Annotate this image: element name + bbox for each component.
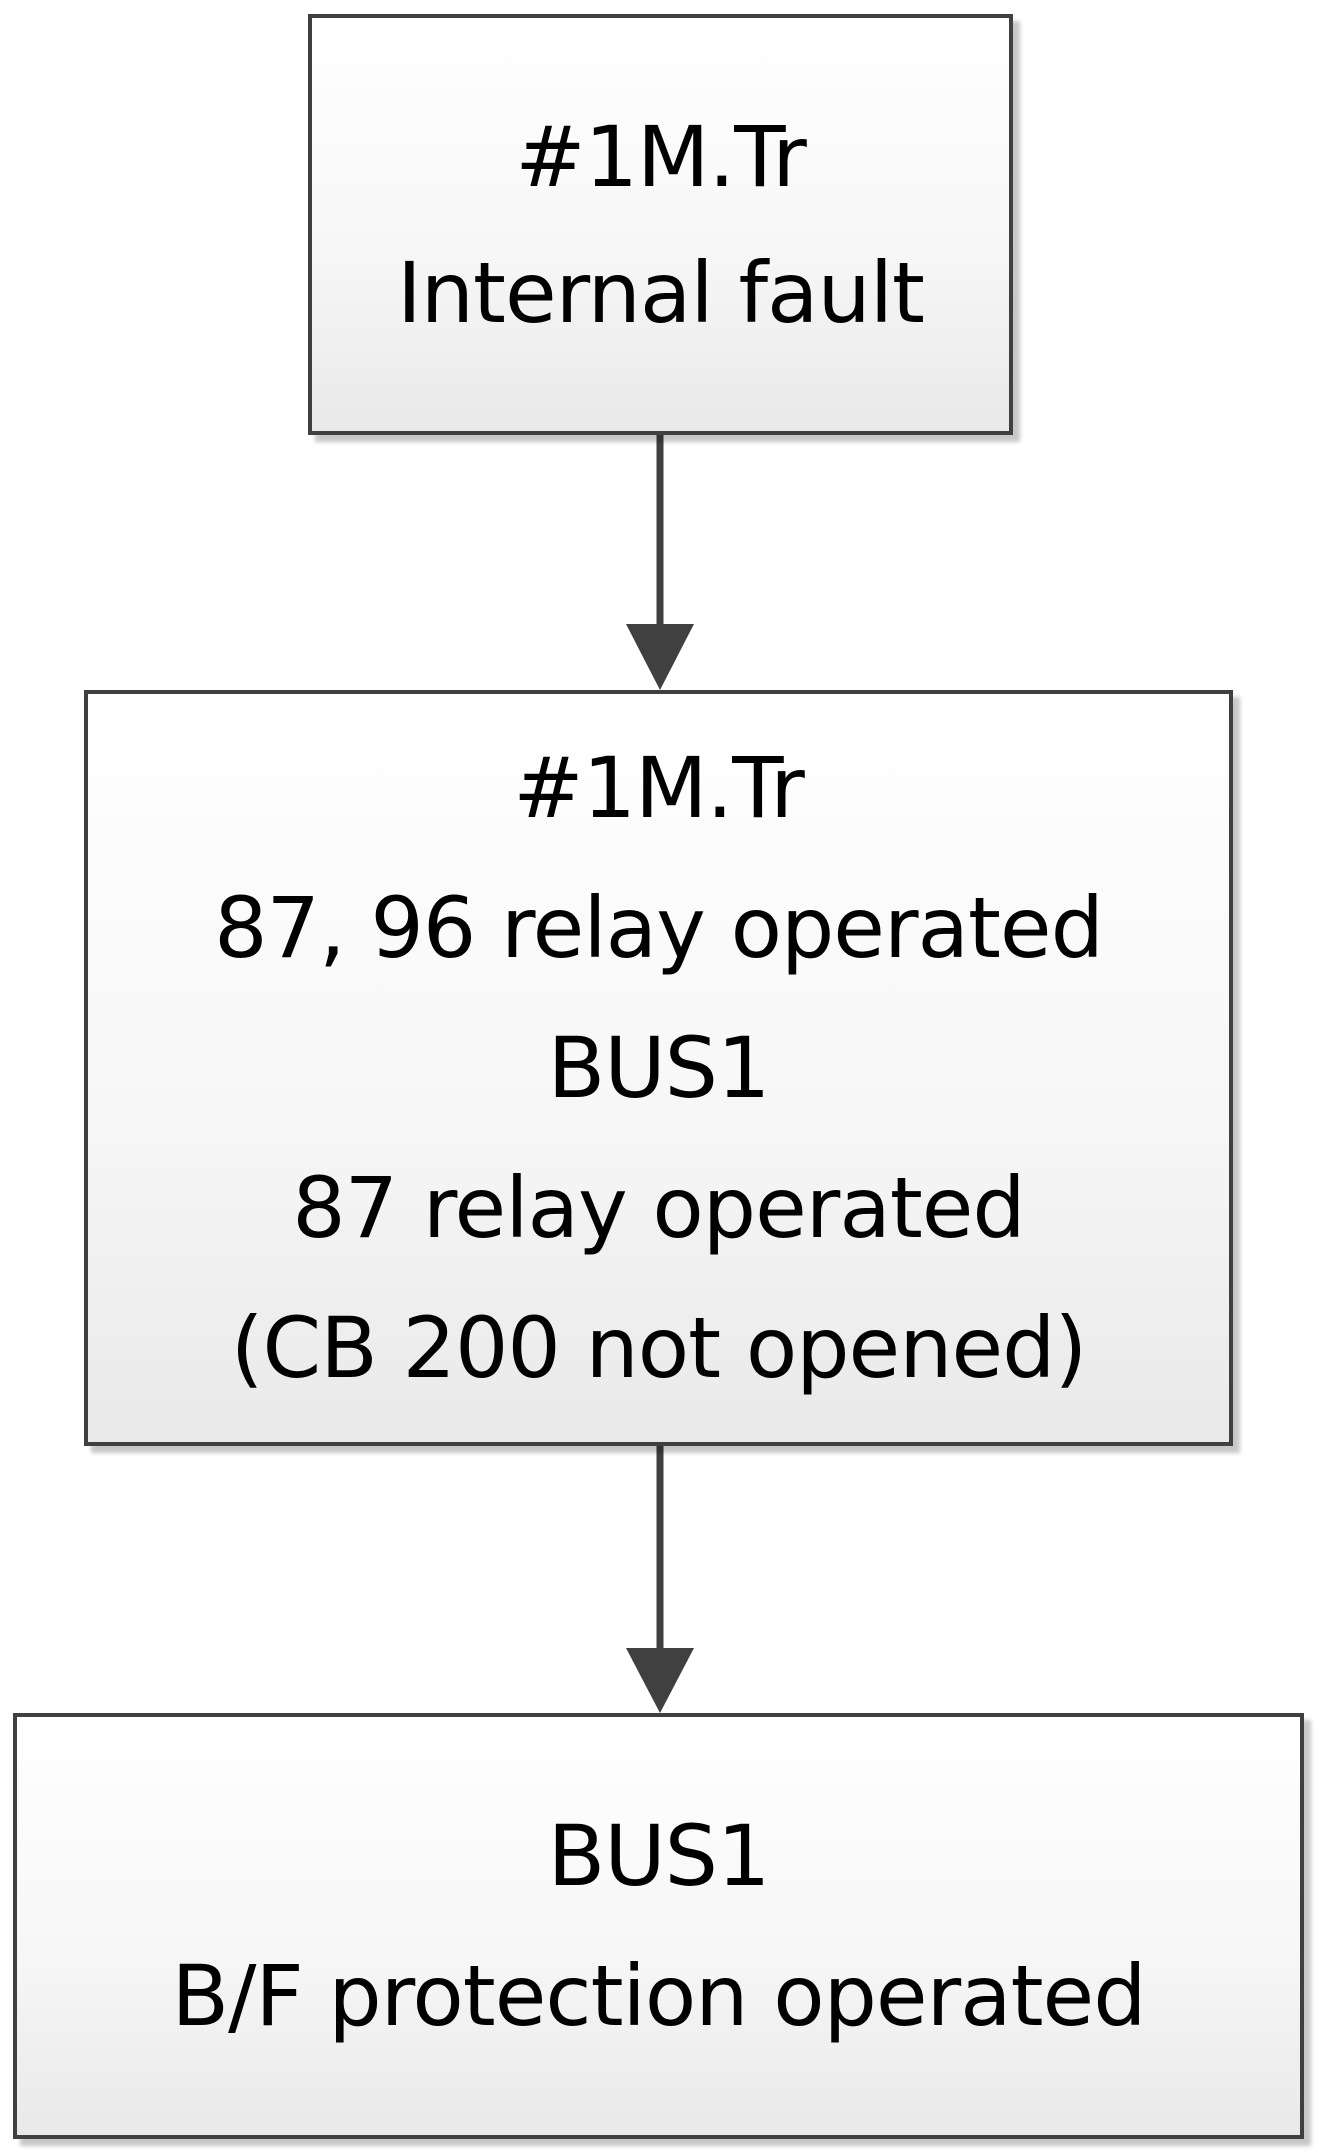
node-text-line: B/F protection operated: [171, 1947, 1146, 2045]
node-text-line: #1M.Tr: [515, 107, 807, 206]
node-text-line: 87 relay operated: [292, 1159, 1026, 1257]
node-text-line: #1M.Tr: [513, 739, 805, 837]
arrow-head: [626, 1648, 694, 1713]
arrow-n1-to-n2: [626, 435, 694, 690]
arrow-head: [626, 624, 694, 690]
node-text-line: BUS1: [547, 1807, 771, 1905]
node-text-line: Internal fault: [397, 243, 925, 342]
node-relays-operated: #1M.Tr 87, 96 relay operated BUS1 87 rel…: [84, 690, 1233, 1446]
node-text-line: (CB 200 not opened): [230, 1299, 1087, 1397]
node-bus1-bf-protection: BUS1 B/F protection operated: [13, 1713, 1304, 2139]
node-text-line: BUS1: [547, 1019, 771, 1117]
arrow-n2-to-n3: [626, 1446, 694, 1713]
node-text-line: 87, 96 relay operated: [214, 879, 1104, 977]
node-transformer-internal-fault: #1M.Tr Internal fault: [308, 14, 1013, 435]
